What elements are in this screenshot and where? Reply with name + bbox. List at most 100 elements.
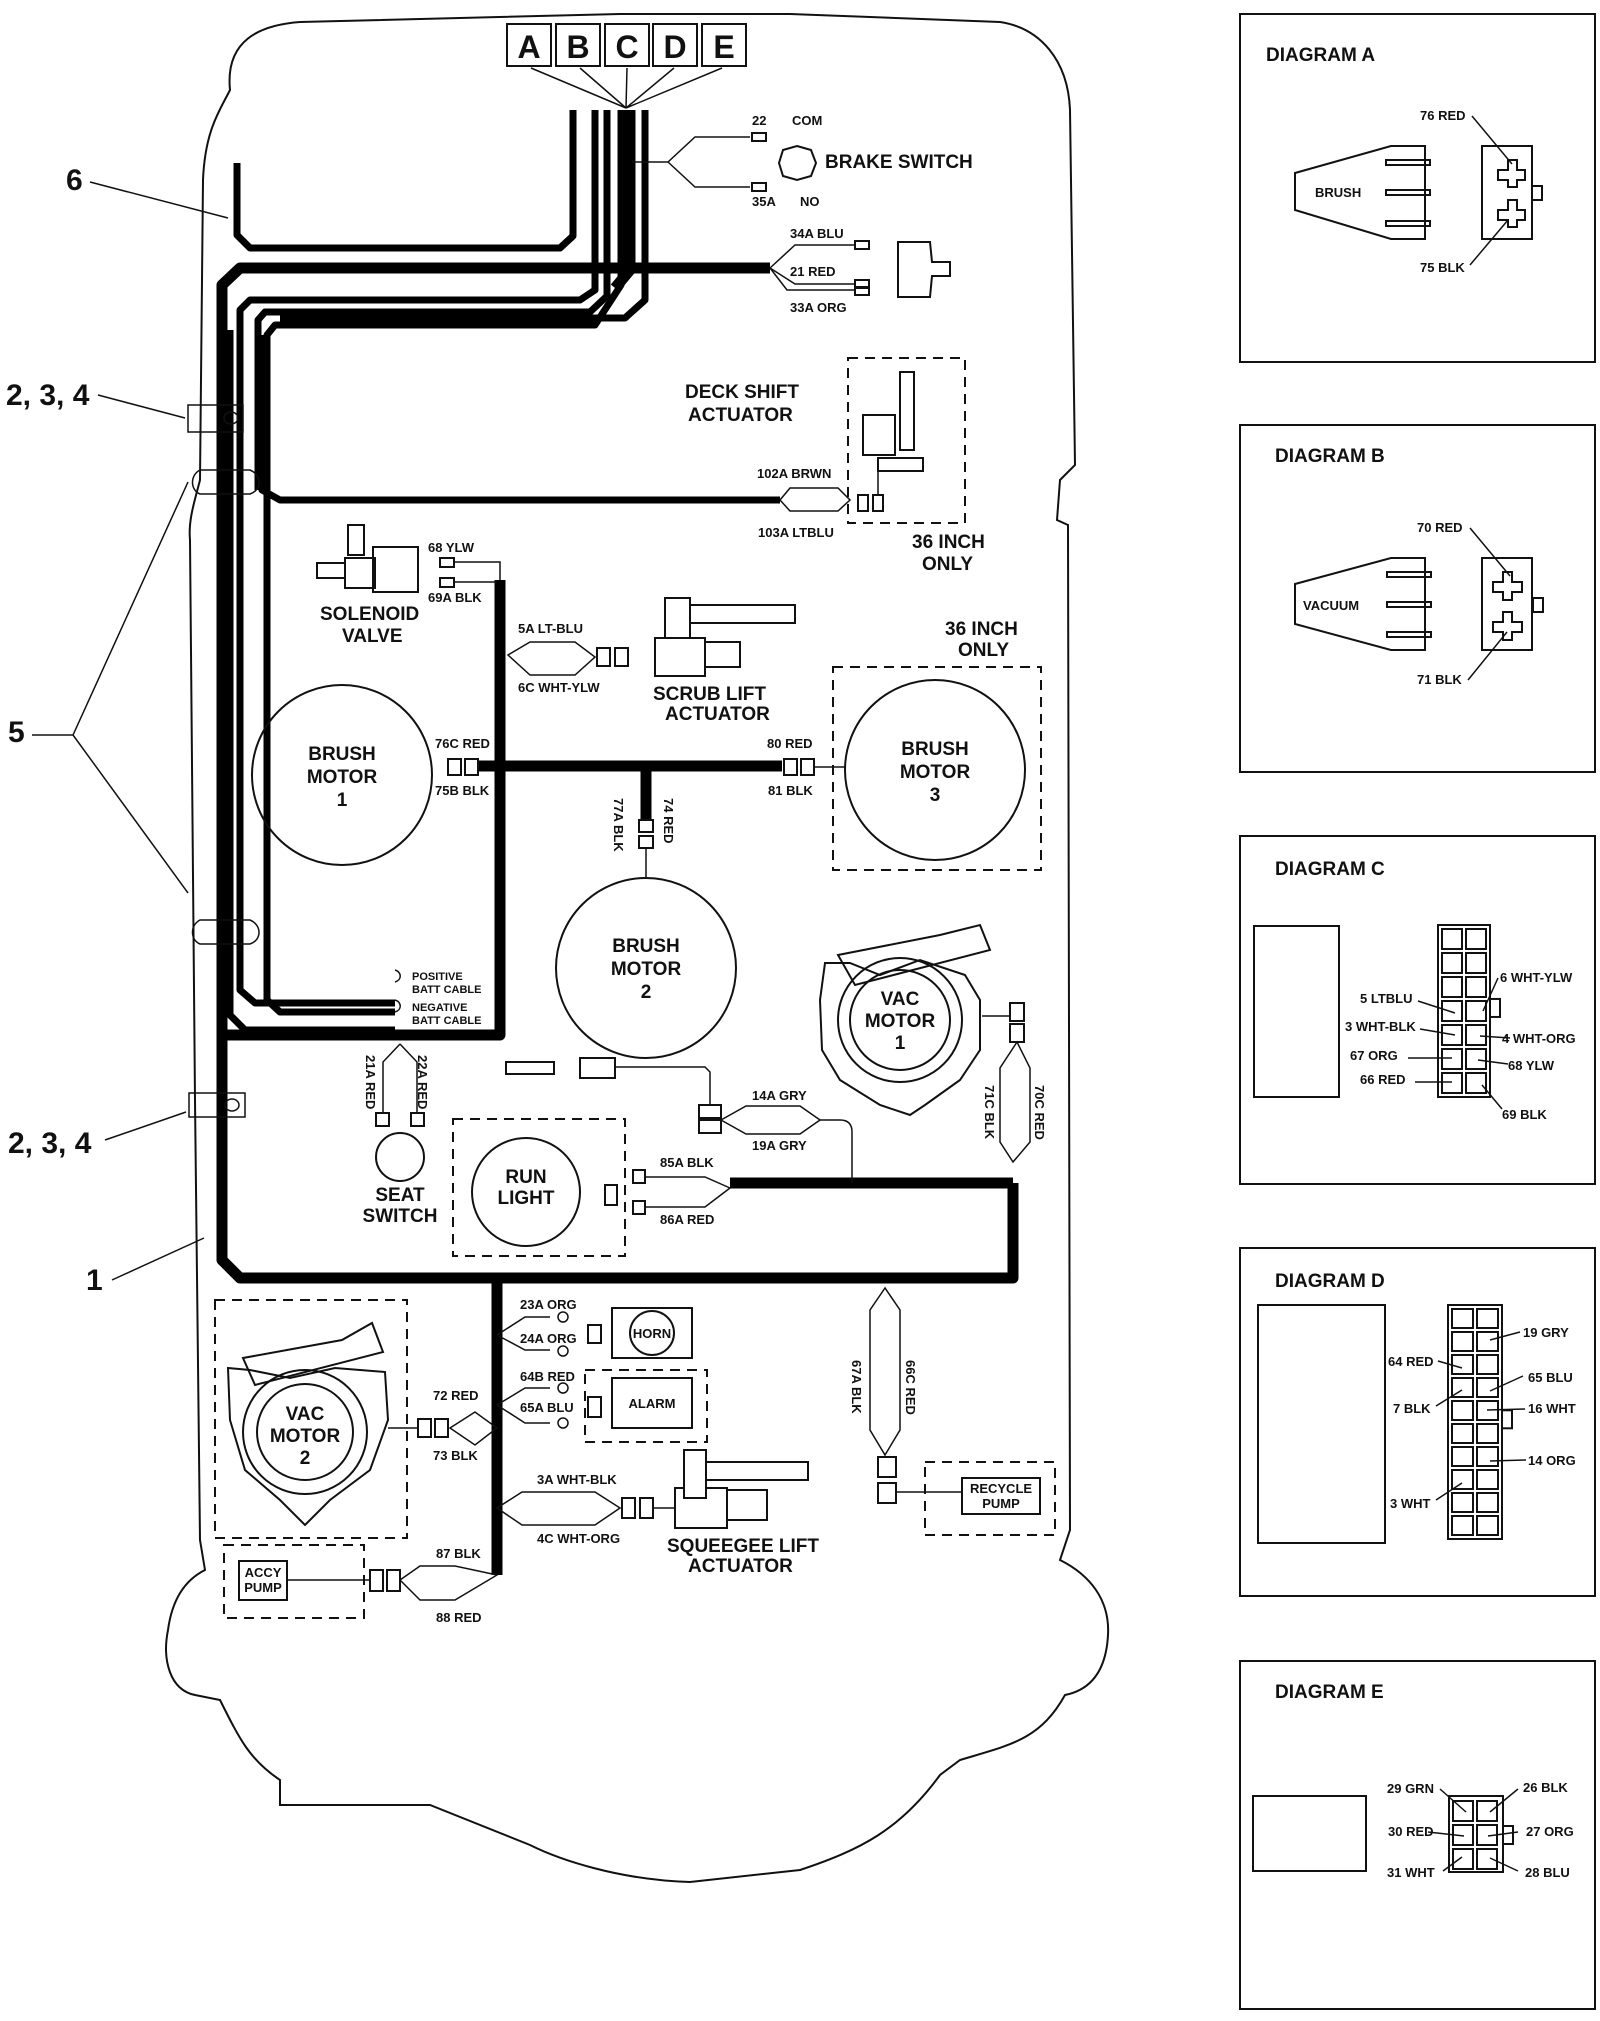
connector-pin-cell xyxy=(1451,1446,1474,1467)
connector-pin-cell xyxy=(1441,1024,1463,1046)
brush-motor-2[interactable]: BRUSH MOTOR 2 77A BLK 74 RED xyxy=(555,798,737,1059)
connector-pin-cell xyxy=(1441,1072,1463,1094)
diagram-e-pin-28: 28 BLU xyxy=(1525,1865,1570,1880)
connector-latch xyxy=(1501,1409,1513,1430)
vac-motor-1-label-3: 1 xyxy=(895,1033,906,1054)
recycle-wire-67a: 67A BLK xyxy=(849,1360,864,1414)
seat-wire-22a: 22A RED xyxy=(415,1055,430,1109)
diagram-e-title: DIAGRAM E xyxy=(1275,1682,1384,1703)
callout-5: 5 xyxy=(8,716,25,749)
squeegee-wire-3a: 3A WHT-BLK xyxy=(537,1472,617,1487)
clamp-lower xyxy=(188,1092,246,1118)
connector-pin-cell xyxy=(1476,1515,1499,1536)
harness-wire-6 xyxy=(233,110,577,252)
horn[interactable]: HORN 23A ORG 24A ORG xyxy=(496,1297,693,1359)
diagram-e-pin-30: 30 RED xyxy=(1388,1824,1434,1839)
connector-pin-cell xyxy=(1441,928,1463,950)
diagram-c-connector xyxy=(1437,924,1501,1098)
connector-box-d[interactable]: D xyxy=(652,23,698,67)
recycle-pump[interactable]: RECYCLE PUMP 67A BLK 66C RED xyxy=(849,1286,1056,1536)
connector-pin-cell xyxy=(1465,928,1487,950)
squeegee-label-2: ACTUATOR xyxy=(688,1556,793,1577)
deck-shift-36in-box xyxy=(847,357,966,524)
seat-switch-label-1: SEAT xyxy=(375,1185,425,1206)
run-light[interactable]: RUN LIGHT 85A BLK 86A RED xyxy=(452,1118,732,1257)
deck-shift-label-1: DECK SHIFT xyxy=(685,382,799,403)
diagram-b-plug-label: VACUUM xyxy=(1303,598,1359,613)
connector-pin-cell xyxy=(1465,1024,1487,1046)
accy-wire-88: 88 RED xyxy=(436,1610,482,1625)
brush3-36in-box xyxy=(832,666,1042,871)
horn-label: HORN xyxy=(633,1326,671,1341)
recycle-pump-label-1: RECYCLE xyxy=(970,1481,1032,1496)
connector-pin-cell xyxy=(1451,1400,1474,1421)
svg-text:D: D xyxy=(663,29,686,65)
diagram-d-pin-7: 7 BLK xyxy=(1393,1401,1431,1416)
alarm-optional-box xyxy=(584,1369,708,1443)
deck-36in-note-1: 36 INCH xyxy=(912,532,985,553)
diagram-c-pin-67: 67 ORG xyxy=(1350,1048,1398,1063)
solenoid-label-1: SOLENOID xyxy=(320,604,419,625)
connector-pin-cell xyxy=(1476,1308,1499,1329)
accy-pump-label-1: ACCY xyxy=(245,1565,282,1580)
connector-pin-cell xyxy=(1441,1048,1463,1070)
deck-36in-note-2: ONLY xyxy=(922,554,973,575)
squeegee-label-1: SQUEEGEE LIFT xyxy=(667,1536,819,1557)
key-switch[interactable]: 34A BLU 21 RED 33A ORG xyxy=(769,226,951,315)
run-light-label-1: RUN xyxy=(505,1167,546,1188)
key-wire-33a: 33A ORG xyxy=(790,300,847,315)
diagram-c-title: DIAGRAM C xyxy=(1275,859,1385,880)
diagram-c-pin-4: 4 WHT-ORG xyxy=(1502,1031,1576,1046)
connector-box-c[interactable]: C xyxy=(604,23,650,67)
run-light-label-2: LIGHT xyxy=(498,1188,555,1209)
connector-box-e[interactable]: E xyxy=(701,23,747,67)
diagram-a-pin-76: 76 RED xyxy=(1420,108,1466,123)
squeegee-lift-actuator[interactable]: 3A WHT-BLK 4C WHT-ORG SQUEEGEE LIFT ACTU… xyxy=(495,1449,819,1577)
negative-batt-label-1: NEGATIVE xyxy=(412,1002,467,1014)
svg-text:B: B xyxy=(566,29,589,65)
solenoid-body-icon xyxy=(372,546,419,593)
diagram-b-pin-71: 71 BLK xyxy=(1417,672,1462,687)
alarm[interactable]: ALARM 64B RED 65A BLU xyxy=(496,1369,708,1443)
sensor[interactable]: 14A GRY 19A GRY xyxy=(505,1057,853,1183)
vac-motor-2-label-3: 2 xyxy=(300,1448,311,1469)
accy-pump-label-2: PUMP xyxy=(244,1580,282,1595)
seat-switch[interactable]: 21A RED 22A RED SEAT SWITCH xyxy=(363,1043,438,1227)
connector-pin-cell xyxy=(1441,976,1463,998)
key-wire-34a: 34A BLU xyxy=(790,226,844,241)
diagram-d-pin-14: 14 ORG xyxy=(1528,1453,1576,1468)
connector-pin-cell xyxy=(1451,1354,1474,1375)
brush-motor-1-label-2: MOTOR xyxy=(307,767,378,788)
sensor-wire-14a: 14A GRY xyxy=(752,1088,807,1103)
scrub-wire-5a: 5A LT-BLU xyxy=(518,621,583,636)
vac2-wire-73: 73 BLK xyxy=(433,1448,478,1463)
connector-pin-cell xyxy=(1451,1423,1474,1444)
vac-motor-1[interactable]: VAC MOTOR 1 71C BLK 70C RED xyxy=(818,923,1047,1164)
alarm-wire-64b: 64B RED xyxy=(520,1369,575,1384)
scrub-lift-actuator[interactable]: 5A LT-BLU 6C WHT-YLW SCRUB LIFT ACTUATOR xyxy=(506,597,796,725)
brake-switch[interactable]: 22 COM BRAKE SWITCH 35A NO xyxy=(632,113,973,209)
brush-motor-2-label-3: 2 xyxy=(641,982,652,1003)
connector-pin-cell xyxy=(1476,1331,1499,1352)
diagram-b-pin-70: 70 RED xyxy=(1417,520,1463,535)
brush-motor-1[interactable]: BRUSH MOTOR 1 76C RED 75B BLK xyxy=(251,684,490,866)
vac-motor-1-label-2: MOTOR xyxy=(865,1011,936,1032)
vac2-optional-box xyxy=(214,1299,408,1539)
connector-box-a[interactable]: A xyxy=(506,23,552,67)
connector-box-b[interactable]: B xyxy=(555,23,601,67)
deck-shift-actuator[interactable]: DECK SHIFT ACTUATOR 102A BRWN 103A LTBLU… xyxy=(685,357,985,575)
connector-pin-cell xyxy=(1465,1072,1487,1094)
chassis-outline xyxy=(165,13,1110,1884)
connector-pin-cell xyxy=(1465,952,1487,974)
grommet-lower xyxy=(191,919,260,945)
vac-motor-2[interactable]: VAC MOTOR 2 72 RED 73 BLK xyxy=(214,1299,499,1539)
run-light-wire-85a: 85A BLK xyxy=(660,1155,714,1170)
connector-pin-cell xyxy=(1451,1377,1474,1398)
clamp-upper xyxy=(187,404,244,433)
brush-motor-3[interactable]: BRUSH MOTOR 3 80 RED 81 BLK 36 INCH ONLY xyxy=(767,619,1042,871)
accy-pump[interactable]: ACCY PUMP 87 BLK 88 RED xyxy=(223,1544,500,1625)
connector-pin-cell xyxy=(1476,1400,1499,1421)
solenoid-valve[interactable]: 68 YLW 69A BLK SOLENOID VALVE xyxy=(316,524,501,647)
